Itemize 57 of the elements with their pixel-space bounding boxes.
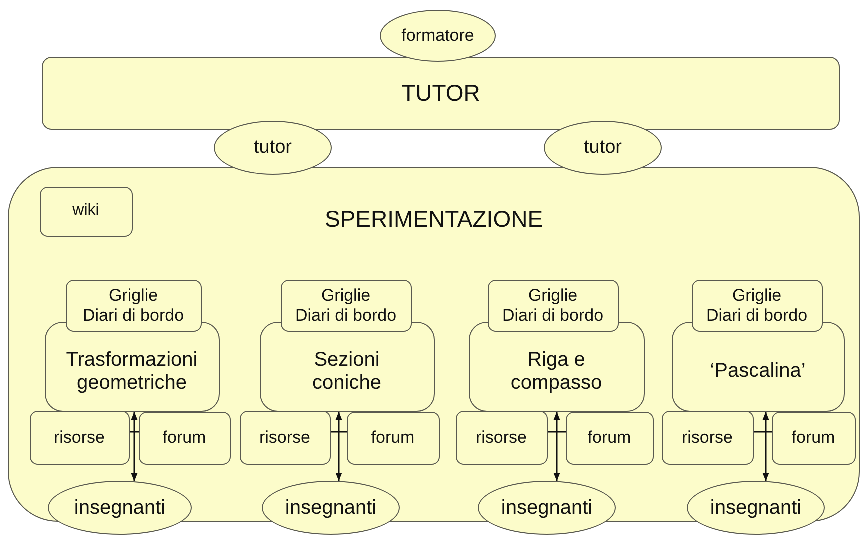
node-label: forum bbox=[792, 428, 836, 448]
node-label: tutor bbox=[584, 137, 622, 159]
node-label: Diari di bordo bbox=[82, 306, 184, 326]
rounded-box bbox=[672, 322, 844, 412]
node-label: insegnanti bbox=[74, 496, 166, 520]
node-label: forum bbox=[162, 428, 206, 448]
double-arrow bbox=[762, 412, 770, 482]
node-label: Griglie bbox=[321, 286, 371, 306]
node-label: tutor bbox=[254, 137, 292, 159]
node-label: Diari di bordo bbox=[706, 306, 808, 326]
double-arrow bbox=[336, 412, 342, 482]
rounded-box bbox=[42, 57, 840, 130]
rounded-box bbox=[662, 410, 754, 464]
rounded-box bbox=[260, 322, 434, 412]
rounded-box bbox=[40, 186, 132, 236]
rounded-box bbox=[8, 167, 860, 522]
double-arrow bbox=[554, 412, 560, 482]
node-label: wiki bbox=[72, 202, 100, 221]
rounded-box bbox=[138, 412, 230, 464]
node-label: Diari di bordo bbox=[295, 306, 397, 326]
rounded-box bbox=[30, 410, 130, 464]
node-label: Trasformazioni geometriche bbox=[65, 348, 199, 394]
node-label: insegnanti bbox=[285, 496, 377, 520]
rounded-box bbox=[456, 410, 548, 464]
node-label: Griglie bbox=[528, 286, 578, 306]
double-arrow bbox=[131, 412, 138, 482]
node-label: ‘Pascalina’ bbox=[710, 360, 806, 383]
rounded-box bbox=[488, 280, 618, 332]
node-label: risorse bbox=[682, 428, 733, 448]
node-label: SPERIMENTAZIONE bbox=[324, 206, 544, 232]
node-label: risorse bbox=[54, 428, 105, 448]
rounded-box bbox=[346, 412, 440, 464]
connector-line bbox=[331, 431, 347, 433]
connector-line bbox=[754, 431, 772, 433]
node-label: Sezioni coniche bbox=[312, 348, 382, 394]
rounded-box bbox=[240, 410, 330, 464]
rounded-box bbox=[772, 412, 856, 464]
node-label: Griglie bbox=[108, 286, 158, 306]
node-label: TUTOR bbox=[402, 80, 480, 107]
rounded-box bbox=[468, 322, 644, 412]
node-label: forum bbox=[588, 428, 632, 448]
connector-line bbox=[548, 431, 566, 433]
rounded-box bbox=[280, 280, 412, 332]
rounded-box bbox=[66, 280, 202, 332]
rounded-box bbox=[692, 280, 822, 332]
node-label: risorse bbox=[476, 428, 527, 448]
node-label: insegnanti bbox=[501, 496, 593, 520]
node-label: formatore bbox=[402, 26, 474, 46]
rounded-box bbox=[44, 322, 220, 412]
connector-line bbox=[130, 431, 139, 433]
node-label: risorse bbox=[259, 428, 310, 448]
node-label: Riga e compasso bbox=[510, 348, 604, 394]
node-label: Diari di bordo bbox=[502, 306, 604, 326]
node-label: forum bbox=[371, 428, 415, 448]
rounded-box bbox=[566, 412, 654, 464]
node-label: Griglie bbox=[732, 286, 782, 306]
node-label: insegnanti bbox=[710, 496, 802, 520]
